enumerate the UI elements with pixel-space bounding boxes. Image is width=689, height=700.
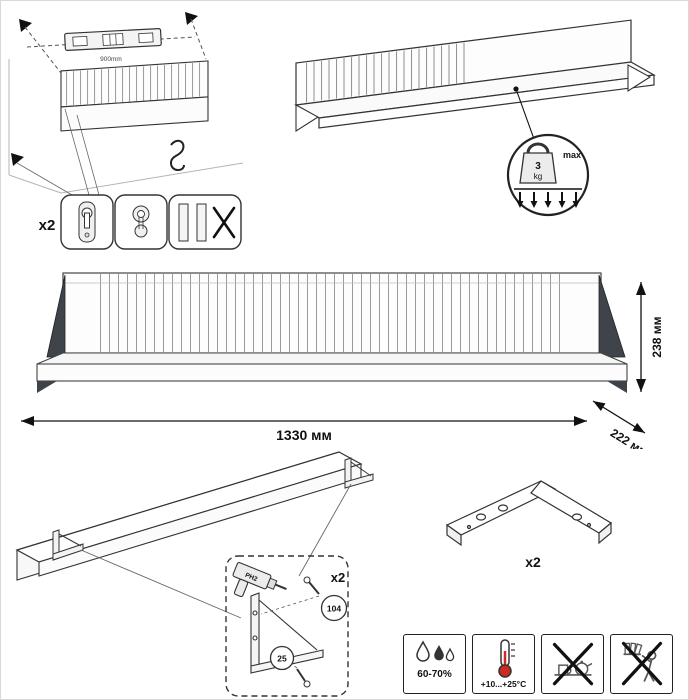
side-bracket-left bbox=[46, 274, 66, 358]
wall-shelf-panel bbox=[60, 60, 209, 132]
product-slats bbox=[99, 274, 563, 352]
kettlebell-weight-icon: 3 kg bbox=[519, 142, 557, 184]
humidity-condition-box: 60-70% bbox=[403, 634, 466, 694]
no-leaning-condition-box bbox=[610, 634, 673, 694]
drill-bit-label: PH2 bbox=[244, 572, 259, 583]
thermometer-icon bbox=[497, 639, 515, 678]
shelf-back-panel bbox=[295, 19, 632, 106]
height-dimension bbox=[636, 282, 646, 392]
detail-callout-label: 25 bbox=[277, 654, 287, 664]
depth-dimension bbox=[592, 400, 646, 434]
temperature-label: +10...+25°C bbox=[480, 679, 527, 689]
flipped-board-front bbox=[38, 463, 362, 577]
hook-icon bbox=[169, 139, 185, 171]
water-drops-icon bbox=[415, 640, 454, 662]
detail-box bbox=[225, 555, 349, 697]
screw-callout-badge bbox=[320, 594, 348, 622]
shelf-end-bracket-right bbox=[627, 64, 652, 93]
depth-dimension-label: 222 мм bbox=[608, 426, 650, 449]
weight-value-label: 3 bbox=[535, 161, 541, 172]
weight-unit-label: kg bbox=[534, 172, 542, 181]
attached-bracket-right bbox=[344, 457, 374, 489]
wall-mounting-diagram: 900mm x2 bbox=[8, 12, 244, 250]
bracket-quantity-label: x2 bbox=[525, 554, 541, 570]
product-board-front bbox=[36, 363, 628, 382]
conditions-row: 60-70% +10...+25°C bbox=[403, 634, 673, 694]
width-dimension bbox=[21, 416, 587, 426]
screw-bottom-icon bbox=[288, 661, 311, 688]
pear-hanger-icon bbox=[132, 205, 150, 238]
drill-mark-left-icon bbox=[19, 19, 32, 32]
load-arrows-icon bbox=[514, 188, 582, 208]
max-label: max bbox=[563, 150, 581, 160]
side-bracket-right bbox=[598, 274, 626, 358]
detail-callout-badge bbox=[269, 645, 295, 671]
shelf-end-bracket-left bbox=[295, 104, 320, 133]
callout-leader-line bbox=[515, 88, 535, 140]
corner-bracket-diagram: x2 bbox=[445, 480, 613, 570]
width-dimension-label: 1330 мм bbox=[276, 427, 332, 443]
attached-bracket-left bbox=[52, 529, 84, 561]
bracket-foot-right bbox=[607, 381, 627, 393]
product-dimensions-diagram: 1330 мм 238 мм 222 мм bbox=[21, 272, 664, 449]
height-dimension-label: 238 мм bbox=[650, 316, 664, 357]
rail-profiles-icon bbox=[178, 203, 207, 242]
humidity-label: 60-70% bbox=[417, 669, 452, 680]
keyhole-hanger-icon bbox=[78, 201, 96, 243]
drill-mark-right-icon bbox=[185, 12, 198, 25]
bracket-foot-left bbox=[37, 381, 57, 393]
no-dishes-condition-box bbox=[541, 634, 604, 694]
screw-callout-label: 104 bbox=[327, 604, 341, 614]
load-limit-diagram: 3 kg max bbox=[294, 19, 656, 217]
hardware-leader-lines bbox=[16, 108, 100, 200]
level-measurement-label: 900mm bbox=[100, 56, 122, 63]
wall-anchor-mark-icon bbox=[11, 153, 24, 166]
not-included-cross-icon bbox=[212, 206, 236, 239]
temperature-condition-box: +10...+25°C bbox=[472, 634, 535, 694]
no-heavy-dishes-icon bbox=[552, 642, 593, 686]
spirit-level-icon bbox=[64, 28, 162, 51]
assembly-quantity-label: x2 bbox=[331, 570, 345, 585]
wall-corner-lines bbox=[8, 59, 244, 194]
product-board-top bbox=[36, 352, 628, 365]
detail-leader-lines bbox=[80, 483, 352, 619]
drill-icon: PH2 bbox=[232, 562, 287, 598]
shelf-board-front bbox=[318, 74, 655, 129]
no-leaning-climbing-icon bbox=[621, 641, 662, 686]
bracket-installation-diagram: x2 PH2 10 bbox=[15, 451, 374, 697]
flipped-board-top bbox=[15, 451, 363, 563]
corner-bracket-icon bbox=[445, 480, 613, 547]
screw-top-icon bbox=[260, 576, 320, 615]
hardware-quantity-label: x2 bbox=[39, 217, 56, 234]
